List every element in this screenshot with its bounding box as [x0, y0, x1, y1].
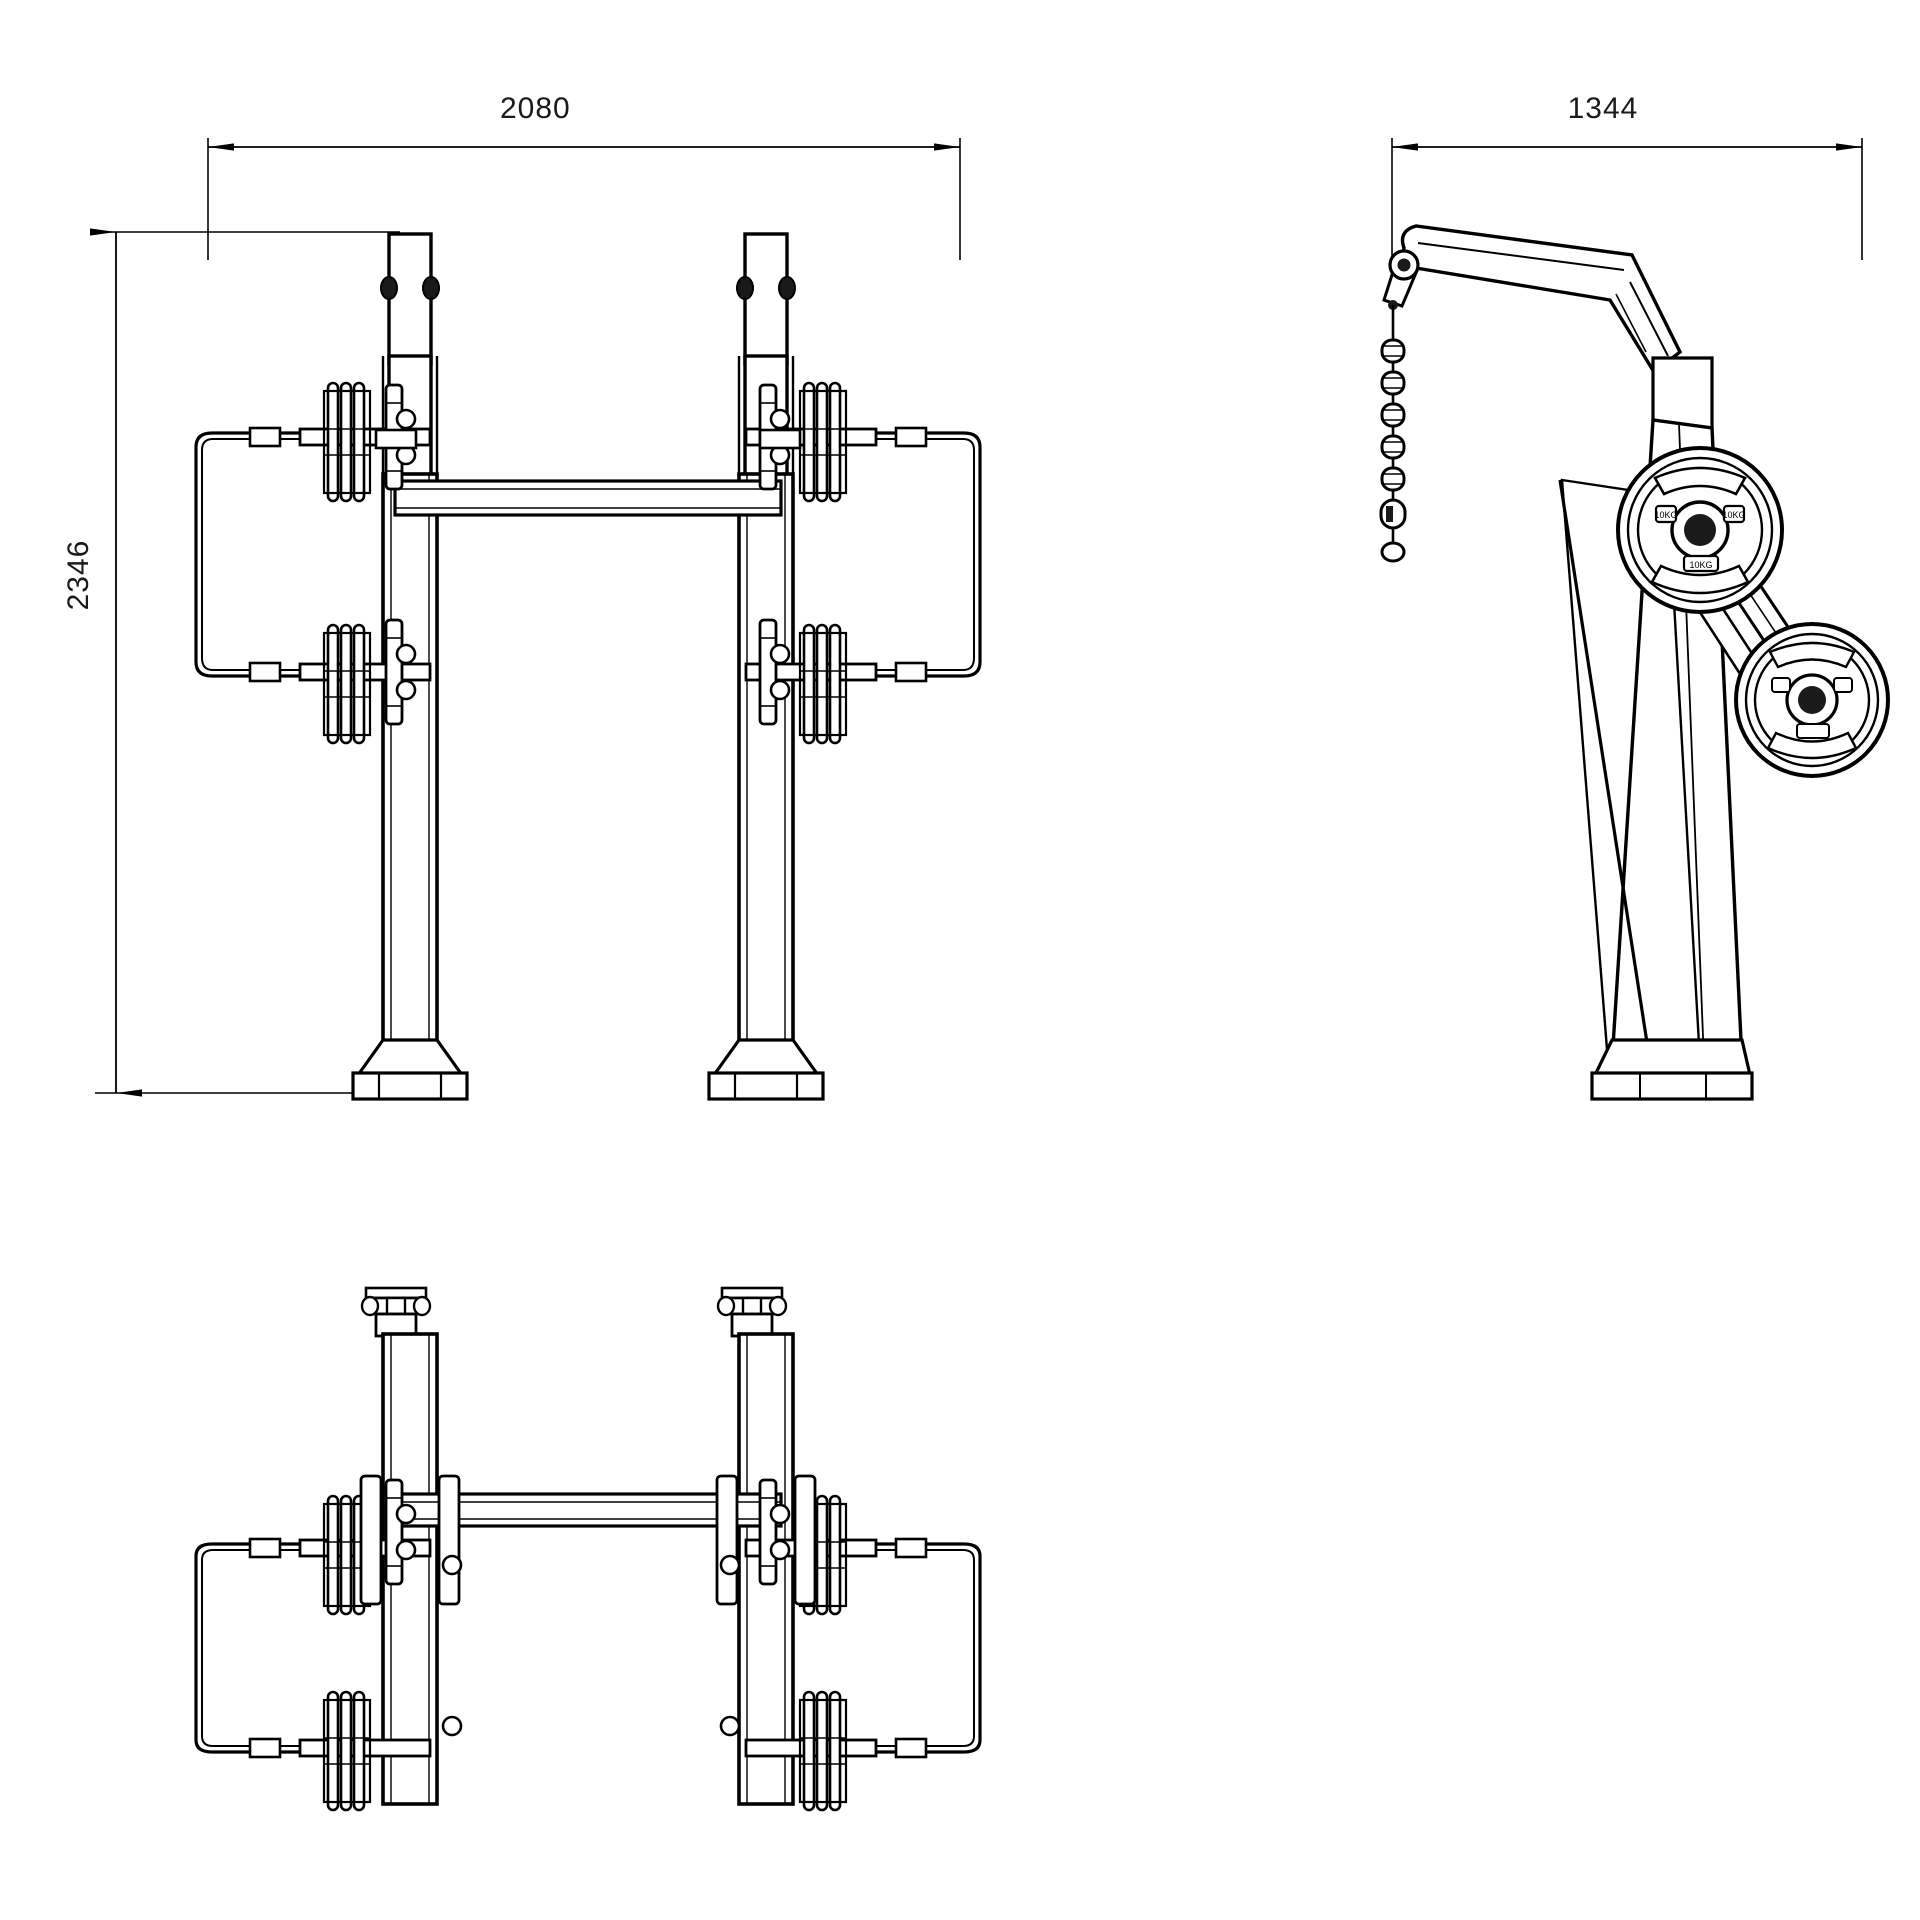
dimension-value-overall-height: 2346 — [62, 540, 95, 611]
side-chain-assembly — [1379, 249, 1420, 563]
plate-weight-label-3: 10KG — [1689, 560, 1712, 570]
plate-weight-label-2: 10KG — [1722, 510, 1745, 520]
chain-links — [1379, 338, 1407, 563]
side-upper-arm — [1400, 224, 1683, 375]
plate-weight-label-1: 10KG — [1654, 510, 1677, 520]
plan-left-lower-assembly — [194, 1620, 432, 1812]
dimension-value-overall-width: 2080 — [500, 92, 571, 125]
front-left-upper-handle-assembly — [194, 381, 432, 535]
plan-view — [194, 1286, 982, 1812]
front-right-upper-handle-assembly — [744, 381, 982, 535]
dimension-side-depth: 1344 — [1391, 92, 1863, 260]
dimension-value-side-depth: 1344 — [1568, 92, 1639, 125]
front-crossbar — [393, 479, 783, 517]
dimension-overall-width: 2080 — [207, 92, 961, 260]
plan-post-brackets — [359, 1474, 817, 1737]
side-weight-plate-lower — [1734, 622, 1890, 778]
side-elevation-view: 1344 — [1379, 92, 1890, 1101]
front-right-lower-handle-assembly — [744, 535, 982, 745]
front-elevation-view: 2080 2346 — [62, 92, 982, 1101]
side-base-plate — [1590, 1038, 1754, 1101]
front-right-post — [707, 232, 825, 1101]
dimension-overall-height: 2346 — [62, 228, 400, 1097]
side-weight-plate-upper: 10KG 10KG 10KG — [1616, 446, 1784, 614]
front-left-post — [351, 232, 469, 1101]
plan-right-lower-assembly — [744, 1620, 982, 1812]
front-left-lower-handle-assembly — [194, 535, 432, 745]
